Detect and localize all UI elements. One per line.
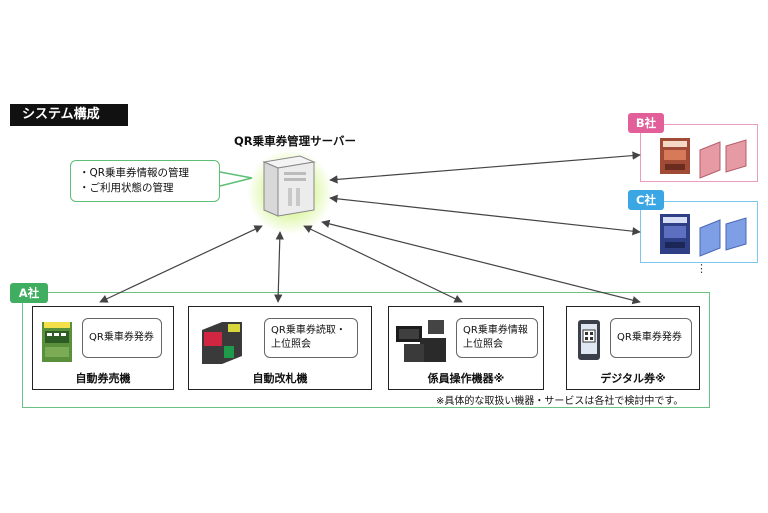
server-title: QR乗車券管理サーバー — [234, 134, 357, 148]
ticket-gate-icon — [202, 322, 242, 364]
company-b-tag: B社 — [628, 113, 664, 133]
ticket-machine-icon — [660, 214, 690, 254]
staff-terminal-icon — [396, 320, 446, 362]
function-text: QR乗車券発券 — [617, 332, 682, 343]
function-text-line-1: QR乗車券情報 — [463, 325, 528, 336]
ticket-machine-icon — [42, 322, 72, 362]
arrow-server-ticket-machine — [99, 225, 263, 303]
arrow-server-c — [329, 194, 641, 236]
function-text-line-2: 上位照会 — [463, 339, 503, 350]
ticket-machine-icon — [660, 138, 690, 174]
company-a-tag: A社 — [10, 283, 48, 303]
function-box-ticket-gate: QR乗車券読取・ 上位照会 — [264, 318, 358, 358]
arrow-server-b — [329, 151, 641, 184]
section-title: システム構成 — [10, 104, 128, 126]
server-feature-2: ・ご利用状態の管理 — [79, 182, 174, 194]
device-label-digital-ticket: デジタル券※ — [600, 372, 666, 385]
device-label-ticket-machine: 自動券売機 — [75, 372, 131, 385]
arrow-server-digital-ticket — [321, 219, 641, 305]
arrow-server-ticket-gate — [274, 231, 284, 303]
function-text: QR乗車券発券 — [89, 332, 154, 343]
ticket-gate-icon — [699, 217, 747, 257]
function-text-line-2: 上位照会 — [271, 339, 311, 350]
footnote: ※具体的な取扱い機器・サービスは各社で検討中です。 — [436, 396, 684, 407]
device-label-staff-terminal: 係員操作機器※ — [427, 372, 505, 385]
device-label-ticket-gate: 自動改札機 — [252, 372, 308, 385]
ticket-gate-icon — [699, 139, 747, 179]
function-text-line-1: QR乗車券読取・ — [271, 325, 346, 336]
smartphone-qr-icon — [578, 320, 600, 360]
server-feature-1: ・QR乗車券情報の管理 — [79, 167, 190, 179]
more-companies-ellipsis: ⋮ — [696, 262, 707, 275]
function-box-digital-ticket: QR乗車券発券 — [610, 318, 692, 358]
server-features-callout: ・QR乗車券情報の管理 ・ご利用状態の管理 — [70, 160, 220, 202]
function-box-staff-terminal: QR乗車券情報 上位照会 — [456, 318, 538, 358]
function-box-ticket-machine: QR乗車券発券 — [82, 318, 162, 358]
